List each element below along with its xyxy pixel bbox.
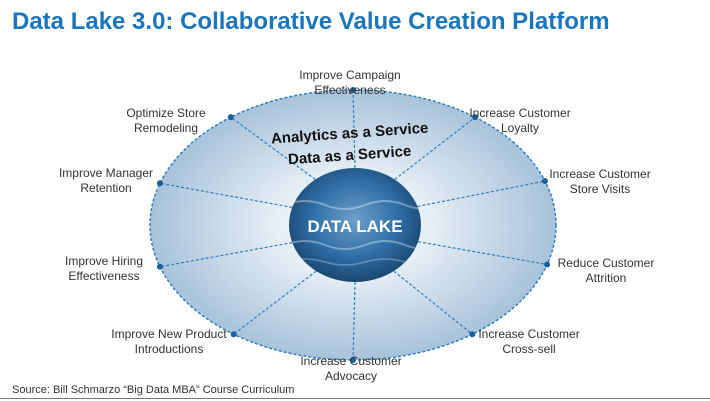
outcome-customer-attrition: Reduce Customer Attrition — [521, 256, 691, 286]
outcome-line: Improve Hiring — [64, 254, 144, 268]
footer-divider — [0, 398, 710, 399]
spoke-endpoint-dot — [156, 180, 163, 187]
divider-spoke — [418, 241, 548, 266]
data-lake-core — [289, 168, 421, 282]
outcome-line: Reduce Customer — [557, 256, 655, 270]
spoke-endpoints — [156, 87, 551, 363]
divider-spoke — [230, 116, 316, 180]
outcome-line: Improve Campaign — [299, 68, 401, 82]
outcome-line: Loyalty — [500, 121, 540, 135]
spoke-endpoint-dot — [472, 114, 479, 121]
outcome-line: Increase Customer — [478, 327, 580, 341]
center-label: DATA LAKE — [307, 217, 402, 236]
outcome-customer-loyalty: Increase Customer Loyalty — [435, 106, 605, 136]
outcome-line: Store Visits — [569, 182, 631, 196]
outcome-line: Effectiveness — [68, 269, 140, 283]
outcome-line: Effectiveness — [314, 83, 386, 97]
source-caption: Source: Bill Schmarzo “Big Data MBA” Cou… — [12, 384, 295, 396]
outcome-customer-advocacy: Increase Customer Advocacy — [266, 354, 436, 384]
spoke-endpoint-dot — [544, 261, 551, 268]
outcome-line: Increase Customer — [469, 106, 571, 120]
spoke-endpoint-dot — [350, 357, 356, 363]
spoke-endpoint-dot — [156, 263, 163, 270]
outcome-line: Optimize Store — [126, 106, 206, 120]
outcome-line: Cross-sell — [502, 342, 556, 356]
divider-spoke — [352, 281, 356, 361]
page-title: Data Lake 3.0: Collaborative Value Creat… — [12, 8, 610, 35]
outcome-new-product: Improve New Product Introductions — [84, 327, 254, 357]
divider-spoke — [417, 180, 546, 208]
spoke-endpoint-dot — [541, 178, 548, 185]
outcome-line: Retention — [80, 181, 132, 195]
spoke-endpoint-dot — [469, 331, 476, 338]
outcome-line: Attrition — [585, 271, 627, 285]
outcome-store-remodeling: Optimize Store Remodeling — [81, 106, 251, 136]
outcome-campaign-effectiveness: Improve Campaign Effectiveness — [265, 68, 435, 98]
divider-spoke — [394, 116, 476, 180]
divider-spoke — [159, 242, 293, 268]
spoke-endpoint-dot — [350, 87, 356, 93]
outcome-hiring-effectiveness: Improve Hiring Effectiveness — [19, 254, 189, 284]
divider-spoke — [393, 270, 473, 335]
outcome-line: Increase Customer — [549, 167, 651, 181]
divider-spoke — [159, 182, 293, 208]
divider-spokes — [159, 89, 548, 361]
outcome-line: Introductions — [134, 342, 204, 356]
spoke-endpoint-dot — [227, 114, 234, 121]
outcome-line: Increase Customer — [300, 354, 402, 368]
spoke-endpoint-dot — [230, 331, 237, 338]
outcome-line: Improve New Product — [111, 327, 227, 341]
outcome-line: Remodeling — [133, 121, 199, 135]
outcome-line: Improve Manager — [58, 166, 154, 180]
outcome-cross-sell: Increase Customer Cross-sell — [444, 327, 614, 357]
outcome-line: Advocacy — [324, 369, 378, 383]
outcome-store-visits: Increase Customer Store Visits — [515, 167, 685, 197]
divider-spoke — [352, 89, 356, 169]
divider-spoke — [233, 270, 317, 335]
outcome-manager-retention: Improve Manager Retention — [21, 166, 191, 196]
